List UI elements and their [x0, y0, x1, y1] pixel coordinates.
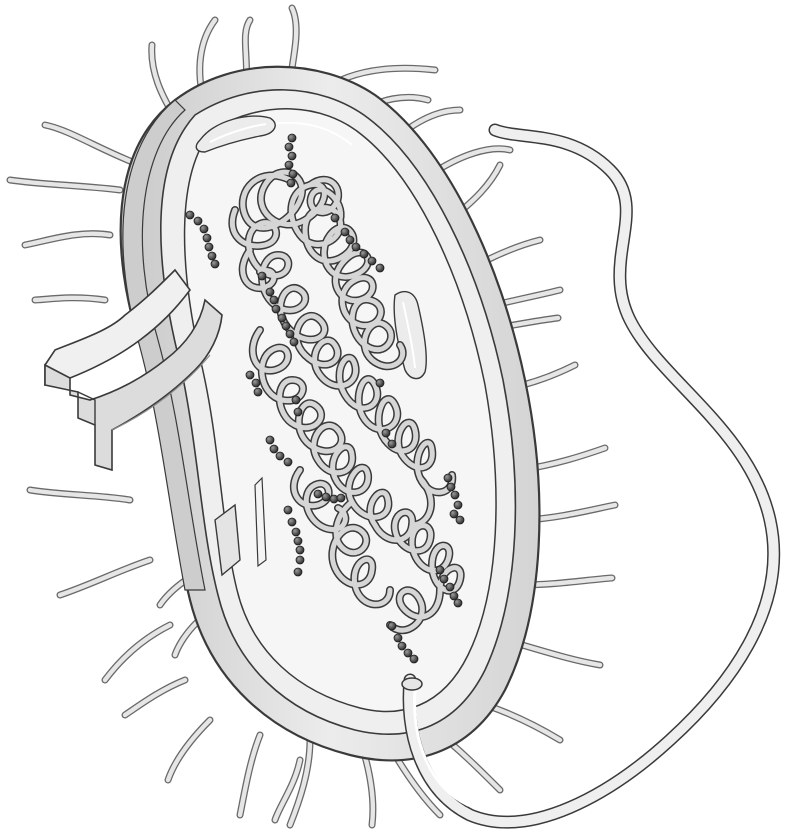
ribosome	[258, 272, 266, 280]
ribosome	[272, 305, 280, 313]
ribosome	[404, 649, 412, 657]
ribosome	[294, 408, 302, 416]
ribosome	[322, 493, 330, 501]
ribosome	[360, 250, 368, 258]
ribosome	[266, 288, 274, 296]
ribosome	[296, 546, 304, 554]
ribosome	[444, 474, 452, 482]
ribosome	[451, 491, 459, 499]
ribosome	[252, 379, 260, 387]
ribosome	[337, 494, 345, 502]
ribosome	[278, 314, 286, 322]
ribosome	[294, 568, 302, 576]
ribosome	[254, 388, 262, 396]
ribosome	[410, 655, 418, 663]
ribosome	[284, 458, 292, 466]
ribosome	[446, 583, 454, 591]
ribosome	[289, 170, 297, 178]
ribosome	[341, 228, 349, 236]
ribosome	[246, 371, 254, 379]
cell-body	[121, 67, 540, 761]
ribosome	[288, 152, 296, 160]
ribosome	[292, 396, 300, 404]
ribosome	[368, 257, 376, 265]
ribosome	[288, 134, 296, 142]
ribosome	[398, 642, 406, 650]
ribosome	[285, 143, 293, 151]
ribosome	[376, 264, 384, 272]
ribosome	[294, 537, 302, 545]
ribosome	[450, 510, 458, 518]
ribosome	[285, 161, 293, 169]
ribosome	[286, 330, 294, 338]
ribosome	[376, 379, 384, 387]
ribosome	[292, 528, 300, 536]
ribosome	[284, 506, 292, 514]
ribosome	[211, 260, 219, 268]
ribosome	[394, 634, 402, 642]
ribosome	[388, 440, 396, 448]
ribosome	[276, 452, 284, 460]
ribosome	[203, 234, 211, 242]
ribosome	[456, 516, 464, 524]
ribosome	[352, 243, 360, 251]
ribosome	[287, 179, 295, 187]
ribosome	[454, 599, 462, 607]
ribosome	[282, 322, 290, 330]
ribosome	[447, 483, 455, 491]
ribosome	[290, 338, 298, 346]
ribosome	[186, 211, 194, 219]
ribosome	[200, 225, 208, 233]
ribosome	[288, 518, 296, 526]
ribosome	[454, 501, 462, 509]
ribosome	[440, 575, 448, 583]
ribosome	[314, 490, 322, 498]
ribosome	[270, 445, 278, 453]
ribosome	[266, 436, 274, 444]
ribosome	[296, 556, 304, 564]
ribosome	[205, 243, 213, 251]
ribosome	[270, 296, 278, 304]
ribosome	[208, 252, 216, 260]
ribosome	[388, 622, 396, 630]
ribosome	[194, 217, 202, 225]
ribosome	[331, 214, 339, 222]
ribosome	[436, 566, 444, 574]
ribosome	[346, 236, 354, 244]
ribosome	[382, 429, 390, 437]
